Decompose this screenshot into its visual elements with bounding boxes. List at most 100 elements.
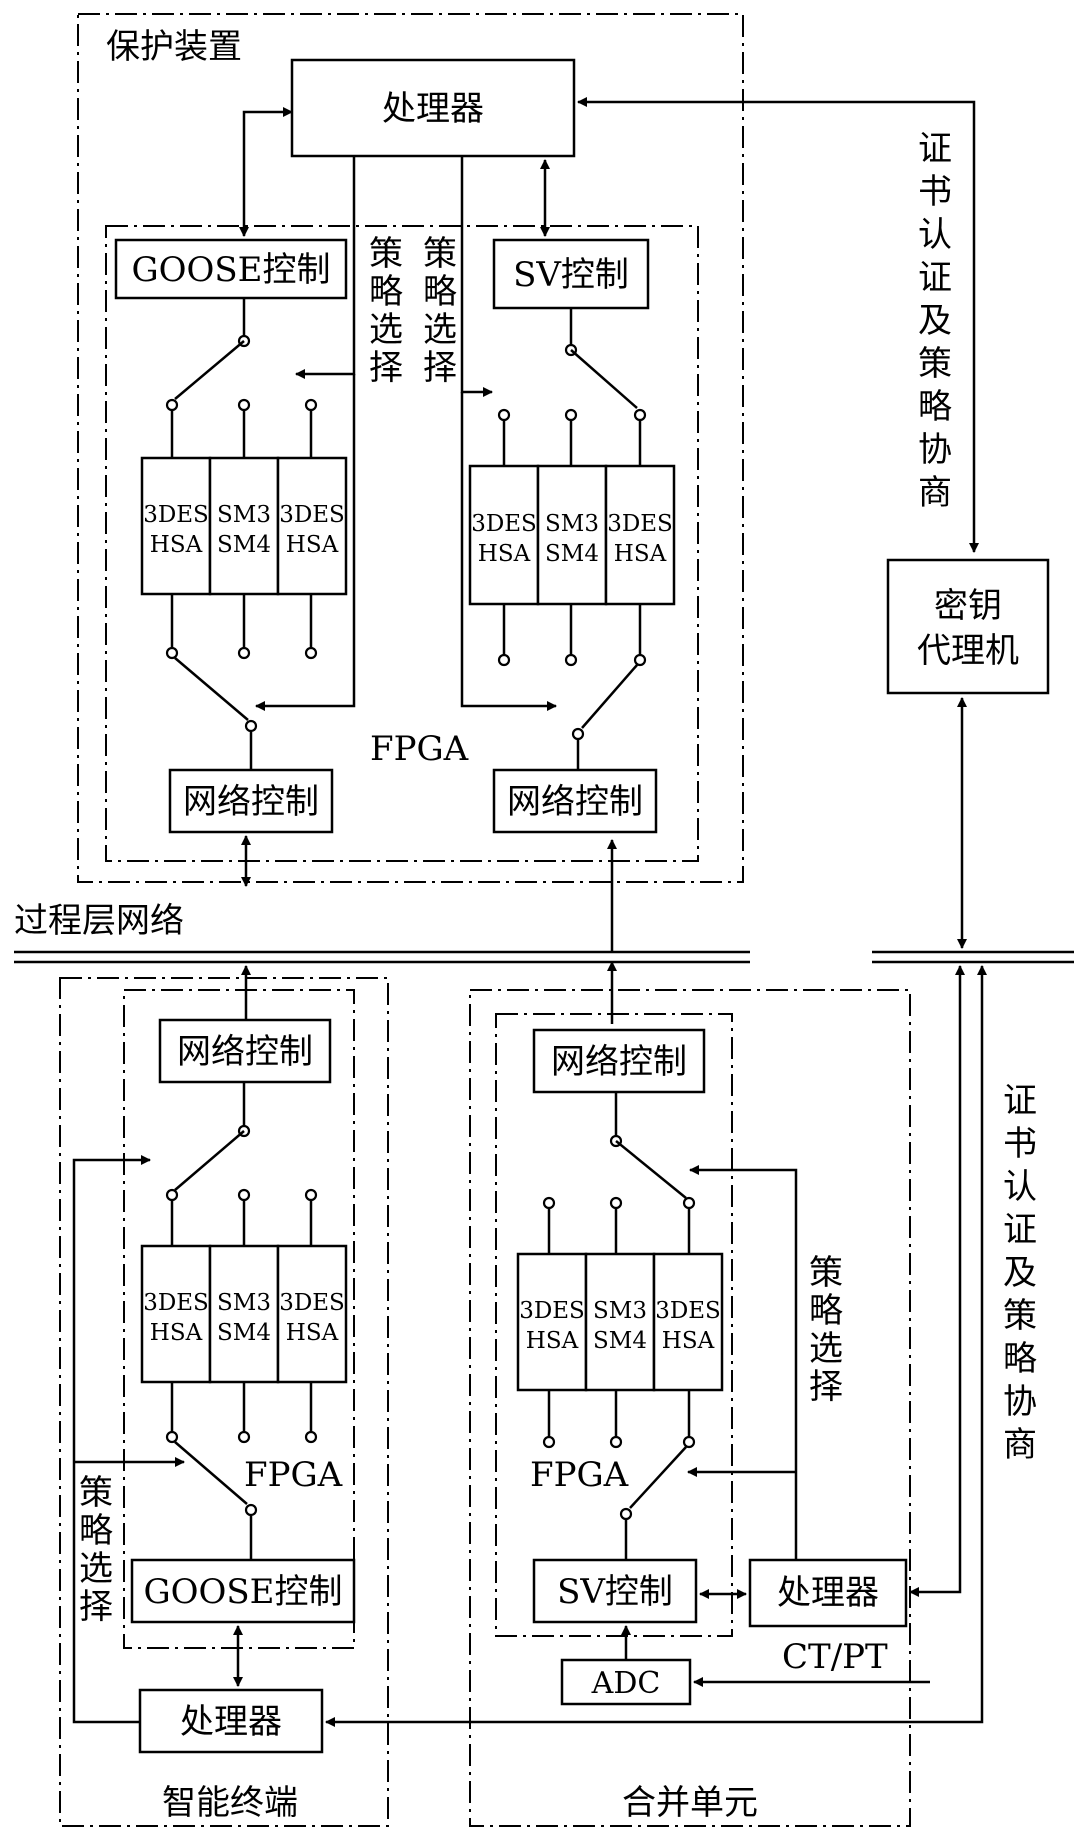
mu-cipher-cell-text: 3DES (519, 1298, 585, 1324)
cert-top-char: 协 (918, 430, 952, 470)
protection-device-title: 保护装置 (106, 27, 242, 67)
st-network-control-label: 网络控制 (177, 1032, 313, 1072)
st-goose-control-label: GOOSE控制 (143, 1572, 342, 1612)
key-agent-label-line1: 密钥 (934, 586, 1002, 626)
cert-top-char: 商 (918, 473, 952, 513)
protection-right-network-control-label: 网络控制 (507, 782, 643, 822)
network-st-processor-link (325, 965, 987, 1727)
smart-terminal-fpga-label: FPGA (244, 1455, 343, 1495)
cert-bottom-char: 策 (1003, 1296, 1037, 1336)
process-network-label: 过程层网络 (14, 901, 184, 941)
cert-bottom-char: 略 (1003, 1339, 1037, 1379)
cert-bottom-char: 协 (1003, 1382, 1037, 1422)
mu-top-contact-3 (682, 1196, 696, 1210)
key-agent-box (886, 558, 1050, 695)
protection-right-network-control-box (492, 768, 658, 834)
st-policy-char: 策 (79, 1473, 113, 1513)
cert-top-char: 证 (918, 258, 952, 298)
st-top-contact-3 (304, 1188, 318, 1202)
protection-right-bottom-contact-2 (564, 653, 578, 667)
processor-key-agent-link (577, 97, 979, 553)
protection-right-policy-char: 择 (423, 348, 457, 388)
protection-right-policy-char: 策 (423, 234, 457, 274)
mu-cipher-cell-text: HSA (526, 1328, 579, 1354)
protection-left-policy-char: 选 (369, 310, 403, 350)
st-policy-char: 略 (79, 1511, 113, 1551)
protection-left-cipher-cell (276, 456, 348, 596)
mu-bottom-contact-2 (609, 1435, 623, 1449)
protection-left-policy-char: 策 (369, 234, 403, 274)
protection-left-cipher-cell-text: HSA (286, 532, 339, 558)
protection-left-policy-char: 略 (369, 272, 403, 312)
merging-unit-fpga-label: FPGA (530, 1455, 629, 1495)
cert-top-char: 证 (918, 129, 952, 169)
st-bottom-contact-1 (165, 1430, 179, 1444)
protection-device-frame (77, 13, 744, 883)
cert-bottom-char: 及 (1003, 1253, 1037, 1293)
st-cipher-cell-text: SM3 (217, 1290, 271, 1316)
protection-processor-box (290, 58, 576, 158)
protection-left-bottom-contact-1 (165, 646, 179, 660)
protection-left-top-contact-2 (237, 398, 251, 412)
protection-left-cipher-cell-text: 3DES (143, 502, 209, 528)
st-goose-control-box (130, 1558, 356, 1624)
mu-ctpt-label: CT/PT (782, 1637, 888, 1677)
cert-bottom-char: 商 (1003, 1425, 1037, 1465)
cert-bottom-char: 书 (1003, 1124, 1037, 1164)
st-cipher-cell-text: HSA (286, 1320, 339, 1346)
st-cipher-cell (140, 1244, 212, 1384)
protection-right-top-switch (570, 349, 638, 409)
st-bottom-pivot (244, 1503, 258, 1517)
protection-right-cipher-cell-text: SM4 (545, 541, 599, 567)
mu-network-control-label: 网络控制 (551, 1042, 687, 1082)
st-processor-label: 处理器 (180, 1702, 282, 1742)
mu-top-contact-1 (542, 1196, 556, 1210)
protection-goose-control-label: GOOSE控制 (131, 250, 330, 290)
key-agent-label-line2: 代理机 (917, 631, 1019, 671)
protection-right-cipher-cell-text: SM3 (545, 511, 599, 537)
protection-right-cipher-cell (468, 464, 540, 606)
cert-top-char: 书 (918, 172, 952, 212)
protection-right-top-contact-1 (497, 408, 511, 422)
protection-left-cipher-cell-text: HSA (150, 532, 203, 558)
cert-top-char: 策 (918, 344, 952, 384)
mu-cipher-cell-text: SM3 (593, 1298, 647, 1324)
mu-policy-char: 选 (809, 1329, 843, 1369)
mu-bottom-contact-1 (542, 1435, 556, 1449)
protection-sv-control-label: SV控制 (513, 255, 629, 295)
protection-left-bottom-contact-2 (237, 646, 251, 660)
mu-bottom-contact-3 (682, 1435, 696, 1449)
protection-left-bottom-pivot (244, 719, 258, 733)
protection-left-top-contact-3 (304, 398, 318, 412)
processor-goose-link (239, 107, 293, 237)
cert-top-char: 略 (918, 387, 952, 427)
protection-goose-control-box (114, 238, 348, 300)
protection-left-cipher-cell-text: SM4 (217, 532, 271, 558)
protection-right-bottom-pivot (571, 727, 585, 741)
mu-cipher-cell-text: SM4 (593, 1328, 647, 1354)
network-mu-processor-link (909, 965, 965, 1597)
protection-left-cipher-cell-text: 3DES (279, 502, 345, 528)
st-policy-char: 择 (79, 1587, 113, 1627)
st-processor-box (138, 1688, 324, 1754)
mu-policy-char: 策 (809, 1253, 843, 1293)
mu-top-switch (615, 1140, 687, 1199)
protection-right-bottom-contact-3 (633, 653, 647, 667)
st-policy-line-top (72, 1155, 151, 1724)
cert-bottom-char: 证 (1003, 1210, 1037, 1250)
smart-terminal-title: 智能终端 (162, 1783, 298, 1823)
protection-left-policy-line-bottom (255, 374, 356, 711)
st-top-contact-2 (237, 1188, 251, 1202)
st-bottom-contact-2 (237, 1430, 251, 1444)
st-bottom-contact-3 (304, 1430, 318, 1444)
mu-processor-label: 处理器 (777, 1573, 879, 1613)
